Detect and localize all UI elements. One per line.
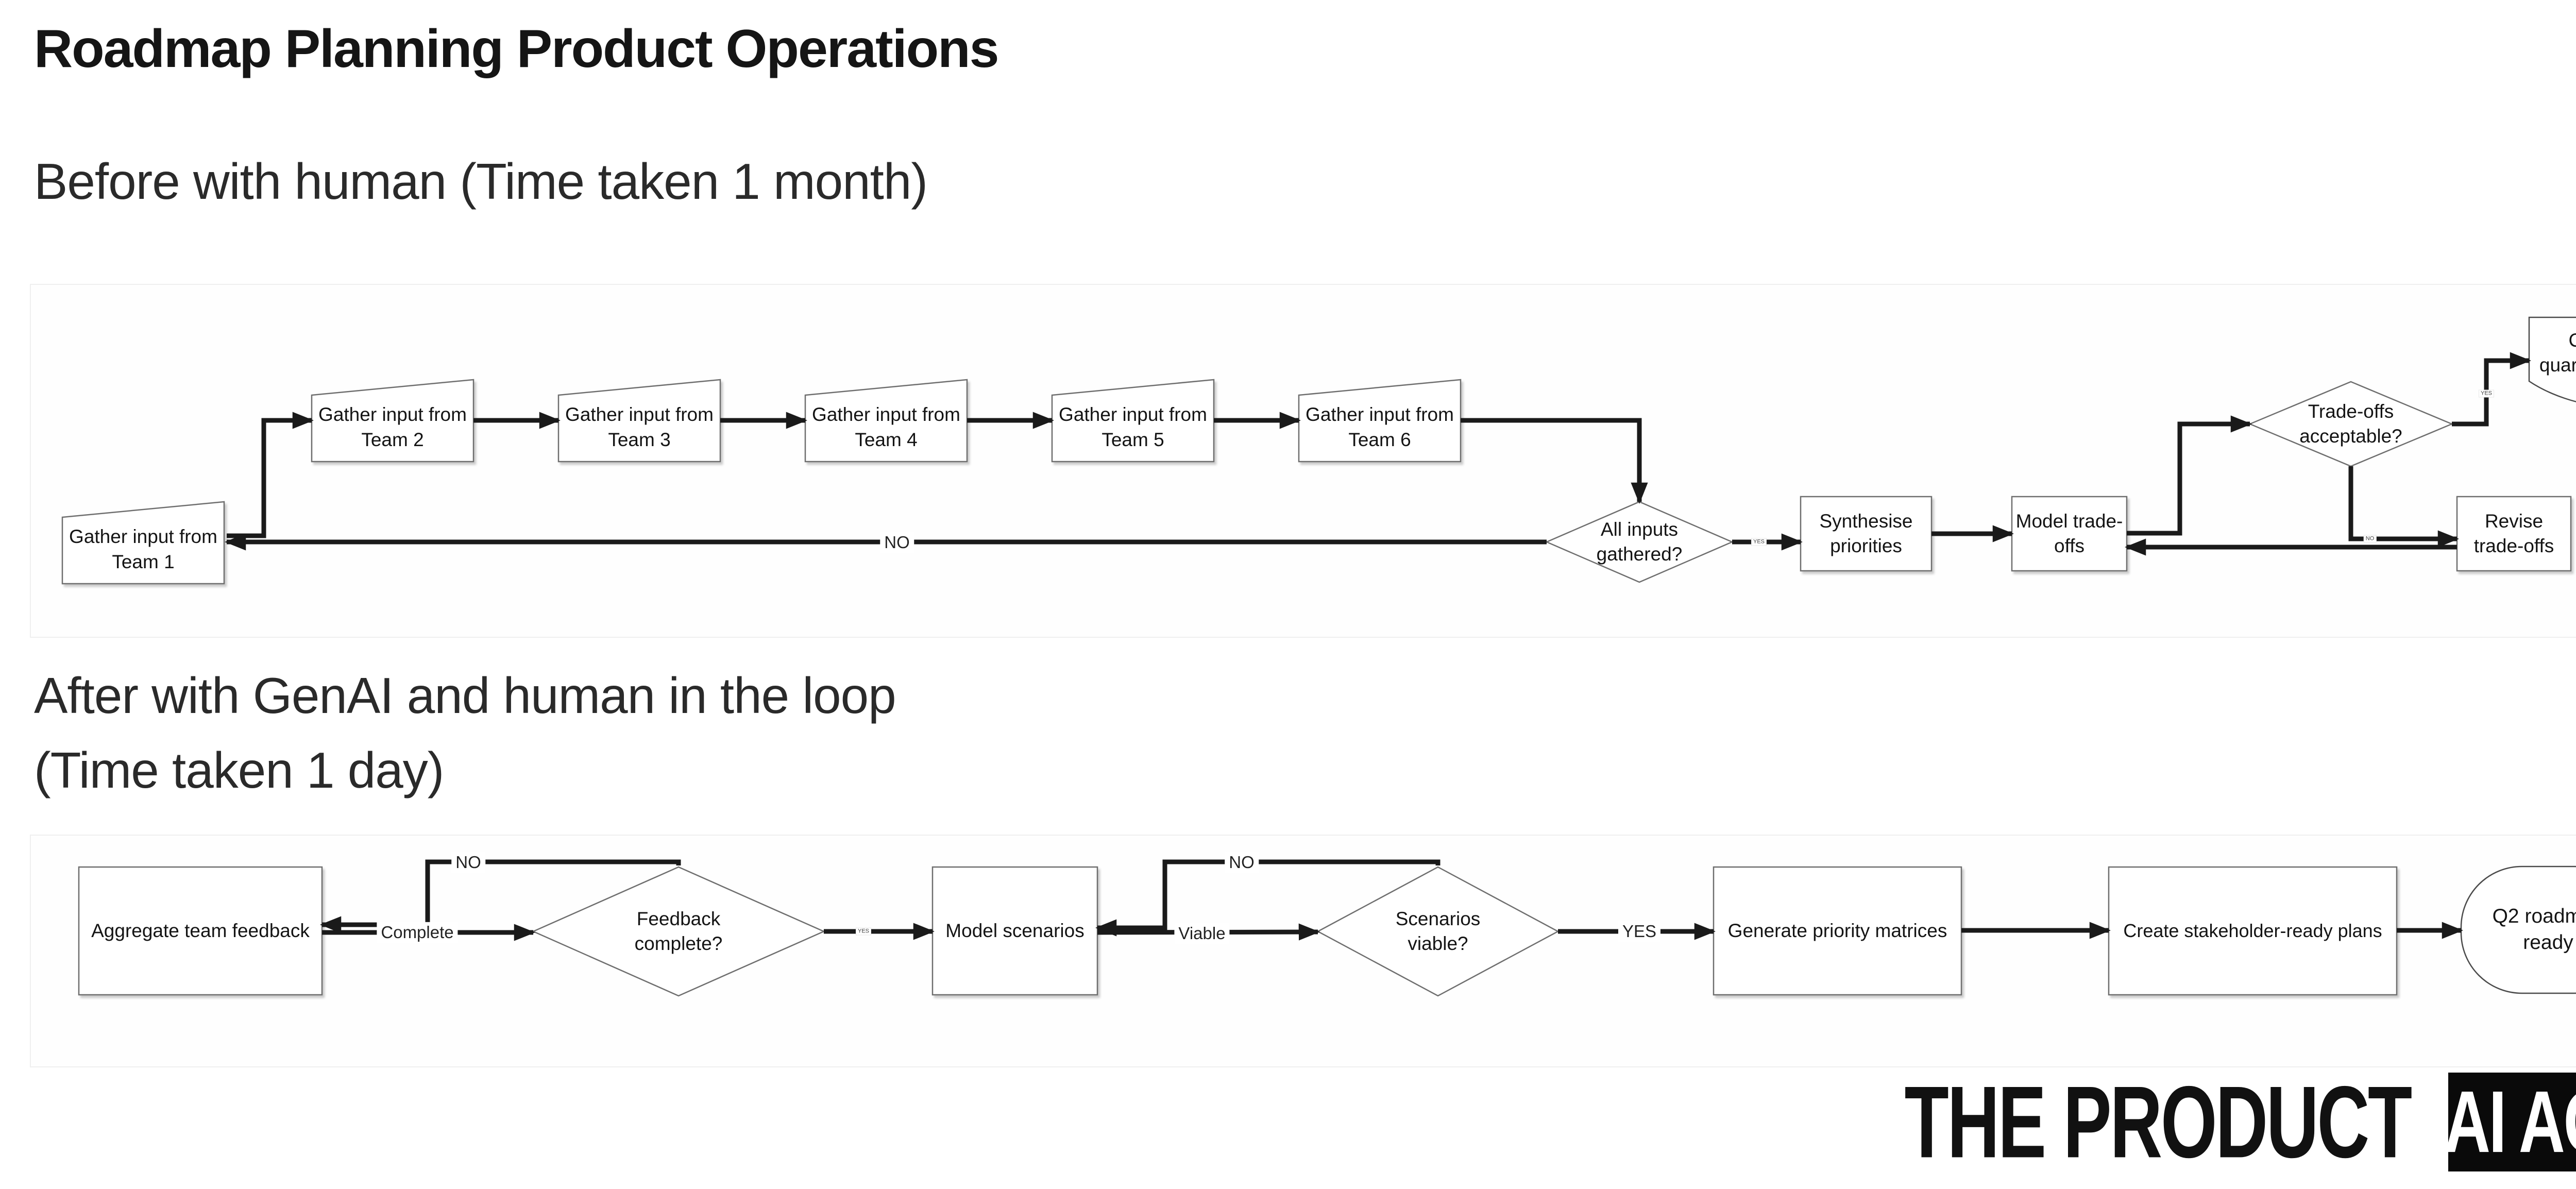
after-section-heading: After with GenAI and human in the loop (… <box>34 658 896 808</box>
edge-label-yes-inputs: YES <box>1751 538 1767 546</box>
connector-team1-team2 <box>227 412 314 538</box>
process-revise-tradeoffs-shape <box>2456 496 2572 572</box>
brand-text-the-product: THE PRODUCT <box>1904 1064 2412 1179</box>
node-q2-roadmap-ready: Q2 roadmap ready <box>2492 905 2576 954</box>
node-team6: Gather input from Team 6 <box>1306 404 1454 450</box>
edge-label-no-revise: NO <box>2363 535 2377 543</box>
edge-label-yes-model: YES <box>855 927 872 936</box>
connector-decision2-revise <box>2348 466 2460 548</box>
node-decision-feedback: Feedback complete? <box>634 908 723 954</box>
document-quarterly-plan-shape <box>2528 316 2576 402</box>
brand-box-ai-agent: AI AGENT <box>2448 1073 2576 1171</box>
node-create-quarterly-plan: Create quarterly plan <box>2539 329 2576 376</box>
process-generate-matrices-shape <box>1713 866 1962 996</box>
node-generate-matrices: Generate priority matrices <box>1727 920 1947 941</box>
edge-label-yes: YES <box>1618 921 1661 942</box>
before-section-heading: Before with human (Time taken 1 month) <box>34 153 928 210</box>
node-revise-tradeoffs: Revise trade-offs <box>2473 510 2554 556</box>
node-decision-tradeoffs: Trade-offs acceptable? <box>2299 400 2402 447</box>
node-create-stakeholder-plans: Create stakeholder-ready plans <box>2123 920 2382 941</box>
process-aggregate-shape <box>78 866 323 996</box>
node-team4: Gather input from Team 4 <box>812 404 960 450</box>
process-model-tradeoffs-shape <box>2011 496 2128 572</box>
node-team3: Gather input from Team 3 <box>565 404 714 450</box>
node-decision-all-inputs: All inputs gathered? <box>1596 518 1683 565</box>
node-team2: Gather input from Team 2 <box>318 404 467 450</box>
manual-input-team1-shape <box>61 501 225 585</box>
edge-label-no-scenarios: NO <box>1225 852 1259 873</box>
edge-label-complete: Complete <box>377 922 458 943</box>
process-create-plans-shape <box>2108 866 2398 996</box>
node-synthesise: Synthesise priorities <box>1819 510 1913 556</box>
node-model-scenarios: Model scenarios <box>945 920 1084 941</box>
connector-scenarios-no-loop <box>1095 859 1440 937</box>
page-title: Roadmap Planning Product Operations <box>34 19 999 79</box>
manual-input-team5-shape <box>1051 379 1215 463</box>
edge-label-no-long: NO <box>880 532 914 553</box>
node-team1: Gather input from Team 1 <box>69 526 217 572</box>
node-team5: Gather input from Team 5 <box>1059 404 1207 450</box>
node-aggregate-feedback: Aggregate team feedback <box>91 920 310 941</box>
manual-input-team2-shape <box>311 379 474 463</box>
brand-text-ai-agent: AI AGENT <box>2448 1073 2576 1171</box>
node-decision-scenarios: Scenarios viable? <box>1395 908 1481 954</box>
connector-model-decision2 <box>2127 415 2252 536</box>
manual-input-team6-shape <box>1298 379 1462 463</box>
connector-team6-decision <box>1461 418 1648 504</box>
after-heading-line1: After with GenAI and human in the loop <box>34 667 896 724</box>
edge-label-viable: Viable <box>1174 923 1230 944</box>
brand-logo: THE PRODUCT AI AGENT <box>1856 1064 2576 1179</box>
node-model-tradeoffs: Model trade-offs <box>2015 510 2123 556</box>
process-model-scenarios-shape <box>931 866 1098 996</box>
manual-input-team3-shape <box>557 379 721 463</box>
after-heading-line2: (Time taken 1 day) <box>34 742 444 799</box>
manual-input-team4-shape <box>804 379 968 463</box>
edge-label-no-feedback: NO <box>451 852 485 873</box>
process-synthesise-shape <box>1800 496 1933 572</box>
edge-label-yes-plan: YES <box>2478 389 2495 398</box>
